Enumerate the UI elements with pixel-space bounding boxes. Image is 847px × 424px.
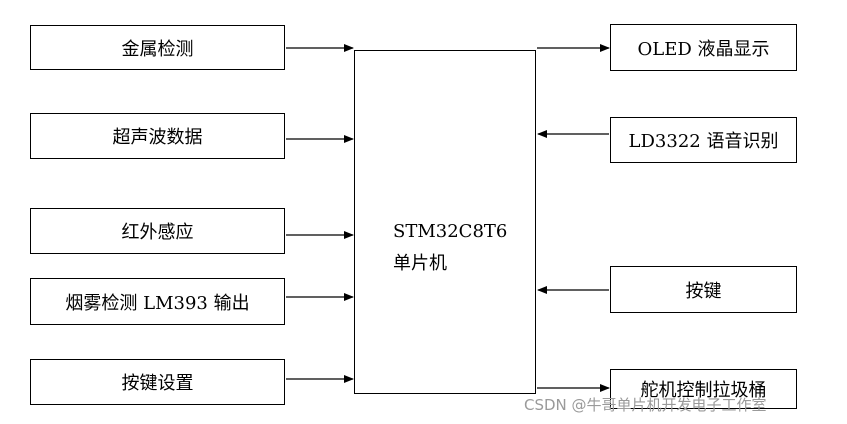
- input-box-metal-detection: 金属检测: [30, 25, 285, 70]
- mcu-type-label: 单片机: [393, 253, 447, 274]
- input-label-infrared-sensing: 红外感应: [121, 222, 194, 243]
- input-label-voice-recognition: LD3322 语音识别: [628, 131, 779, 152]
- output-box-servo-trashcan: 舵机控制拉圾桶: [610, 369, 797, 409]
- input-label-metal-detection: 金属检测: [121, 38, 194, 60]
- mcu-model-label: STM32C8T6: [393, 221, 508, 242]
- csdn-watermark: CSDN @牛哥单片机开发电子工作室: [524, 396, 767, 414]
- mcu-block: STM32C8T6 单片机: [354, 50, 536, 394]
- input-box-key-settings: 按键设置: [30, 359, 285, 405]
- input-box-key: 按键: [610, 266, 797, 313]
- input-label-key: 按键: [685, 280, 722, 302]
- output-box-oled-display: OLED 液晶显示: [610, 24, 797, 71]
- input-box-voice-recognition: LD3322 语音识别: [610, 117, 797, 163]
- input-box-ultrasonic-data: 超声波数据: [30, 113, 285, 159]
- input-label-smoke-detection: 烟雾检测 LM393 输出: [65, 292, 250, 314]
- output-label-servo-trashcan: 舵机控制拉圾桶: [640, 380, 767, 401]
- input-label-ultrasonic-data: 超声波数据: [112, 127, 203, 148]
- input-label-key-settings: 按键设置: [121, 373, 194, 394]
- output-label-oled-display: OLED 液晶显示: [637, 38, 770, 60]
- input-box-smoke-detection: 烟雾检测 LM393 输出: [30, 278, 285, 325]
- input-box-infrared-sensing: 红外感应: [30, 208, 285, 254]
